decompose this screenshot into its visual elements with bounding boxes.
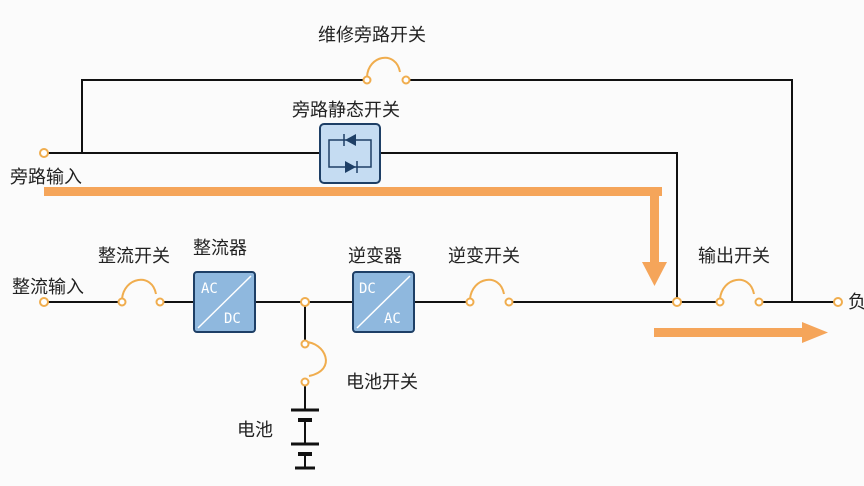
load-terminal: [833, 297, 843, 307]
bypass-static-switch-label: 旁路静态开关: [292, 100, 400, 121]
output-flow-arrow: [654, 322, 828, 343]
battery-switch[interactable]: [300, 339, 327, 387]
bypass-static-switch: [319, 123, 381, 184]
maintenance-bypass-switch-label: 维修旁路开关: [318, 25, 426, 46]
rectifier-input-terminal: [39, 297, 49, 307]
bypass-input-terminal: [39, 148, 49, 158]
battery-symbol: [291, 408, 319, 470]
output-junction: [672, 297, 682, 307]
inverter-box: DC AC: [352, 271, 415, 333]
inverter-bottom-label: AC: [384, 311, 401, 327]
inverter-switch-label: 逆变开关: [448, 246, 520, 267]
rectifier-bottom-label: DC: [224, 311, 241, 327]
inverter-switch[interactable]: [465, 278, 514, 307]
wiring: [48, 79, 834, 410]
maintenance-bypass-switch[interactable]: [362, 56, 411, 85]
load-label: 负: [848, 292, 864, 313]
bypass-flow-arrow: [44, 187, 667, 286]
battery-label: 电池: [237, 420, 273, 441]
bypass-input-label: 旁路输入: [10, 167, 82, 188]
rectifier-label: 整流器: [193, 238, 247, 259]
rectifier-top-label: AC: [201, 281, 218, 297]
inverter-top-label: DC: [359, 281, 376, 297]
output-switch[interactable]: [715, 278, 764, 307]
rectifier-switch-label: 整流开关: [98, 246, 170, 267]
dc-bus-junction: [300, 297, 310, 307]
battery-switch-label: 电池开关: [346, 372, 418, 393]
inverter-label: 逆变器: [348, 246, 402, 267]
rectifier-switch[interactable]: [117, 278, 165, 307]
rectifier-input-label: 整流输入: [12, 277, 84, 298]
rectifier-box: AC DC: [193, 271, 256, 333]
output-switch-label: 输出开关: [698, 246, 770, 267]
